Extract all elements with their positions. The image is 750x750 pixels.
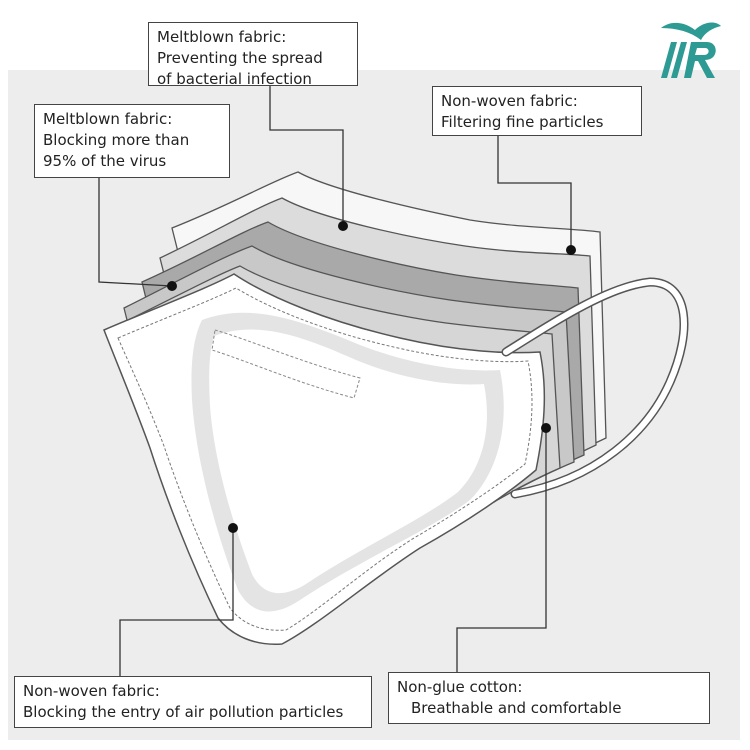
logo-stroke-2 — [671, 42, 687, 78]
callout-meltblown-virus: Meltblown fabric: Blocking more than 95%… — [34, 104, 230, 178]
callout-text: of bacterial infection — [157, 70, 312, 88]
leader-line-nonglue-cotton — [456, 428, 547, 672]
callout-text: Filtering fine particles — [441, 113, 604, 131]
mask-inner-highlight — [209, 329, 487, 594]
leader-dot-nonglue-cotton — [541, 423, 551, 433]
leader-line-nonwoven-particles — [497, 136, 572, 250]
callout-title: Non-glue cotton: — [397, 678, 523, 696]
ear-loop-fill — [503, 278, 687, 497]
leader-line-meltblown-spread — [269, 86, 344, 226]
callout-title: Non-woven fabric: — [23, 682, 160, 700]
leader-dot-meltblown-spread — [338, 221, 348, 231]
callout-text: Breathable and comfortable — [411, 699, 622, 717]
leader-dot-nonwoven-particles — [566, 245, 576, 255]
callout-title: Non-woven fabric: — [441, 92, 578, 110]
callout-text: Blocking the entry of air pollution part… — [23, 703, 344, 721]
logo-wave-mark — [661, 22, 721, 40]
callout-title: Meltblown fabric: — [157, 28, 287, 46]
nose-strip-outline — [211, 329, 361, 399]
callout-nonwoven-particles: Non-woven fabric: Filtering fine particl… — [432, 86, 642, 136]
logo-letter-r — [684, 42, 716, 78]
callout-text: Blocking more than — [43, 131, 190, 149]
callout-meltblown-spread: Meltblown fabric: Preventing the spread … — [148, 22, 358, 88]
leader-dot-nonwoven-pollution — [228, 523, 238, 533]
callout-text: Preventing the spread — [157, 49, 323, 67]
callout-title: Meltblown fabric: — [43, 110, 173, 128]
leader-line-meltblown-virus — [98, 178, 173, 287]
logo-stroke-1 — [661, 42, 677, 78]
callout-nonglue-cotton: Non-glue cotton: Breathable and comforta… — [388, 672, 710, 724]
leader-line-nonwoven-pollution — [119, 528, 234, 676]
callout-text: 95% of the virus — [43, 152, 167, 170]
leader-dot-meltblown-virus — [167, 281, 177, 291]
callout-nonwoven-pollution: Non-woven fabric: Blocking the entry of … — [14, 676, 372, 728]
mask-front-stitching — [117, 287, 533, 631]
brand-logo — [661, 22, 721, 78]
